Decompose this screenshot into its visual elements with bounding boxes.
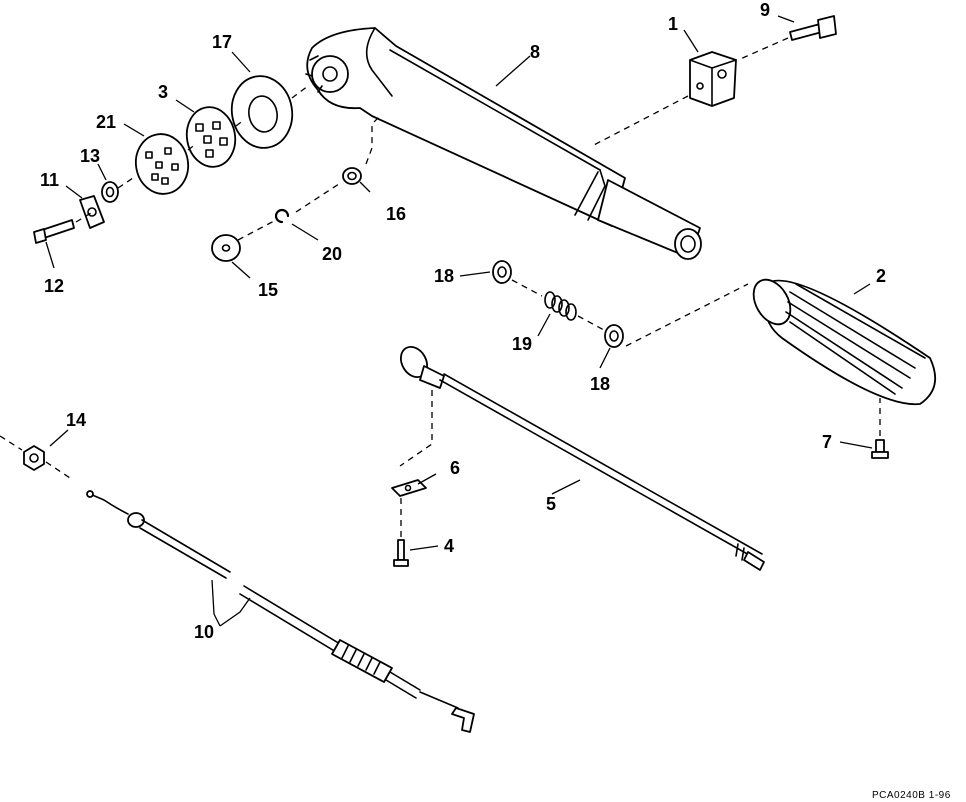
alignment-line-15-16 — [237, 181, 343, 241]
part-label-7: 7 — [822, 432, 832, 452]
plate-part-3 — [185, 106, 237, 168]
part-label-16: 16 — [386, 204, 406, 224]
part-label-13: 13 — [80, 146, 100, 166]
part-label-2: 2 — [876, 266, 886, 286]
part-label-10: 10 — [194, 622, 214, 642]
alignment-line-14 — [0, 435, 71, 479]
part-label-14: 14 — [66, 410, 86, 430]
part-label-6: 6 — [450, 458, 460, 478]
part-label-11: 11 — [40, 170, 59, 190]
cable-part-10 — [86, 490, 475, 733]
part-label-4: 4 — [444, 536, 454, 556]
clip-part-11 — [79, 195, 105, 229]
clip-part-20 — [274, 208, 290, 224]
block-part-1 — [689, 51, 737, 107]
part-label-9: 9 — [760, 0, 770, 20]
alignment-line-stack — [75, 85, 309, 223]
bolt-part-12 — [33, 219, 75, 244]
grip-part-2 — [752, 278, 937, 406]
washer-part-18-bottom — [604, 324, 624, 348]
part-label-18-top: 18 — [434, 266, 454, 286]
screw-part-7 — [871, 439, 889, 459]
washer-part-13 — [101, 181, 119, 203]
alignment-line-16-8 — [365, 115, 381, 165]
part-label-12: 12 — [44, 276, 64, 296]
screw-part-9 — [789, 15, 837, 41]
tiller-arm-part-8 — [305, 27, 702, 260]
alignment-line-5-6 — [399, 390, 433, 467]
part-label-15: 15 — [258, 280, 278, 300]
spring-part-19 — [544, 291, 577, 321]
leader-lines — [45, 15, 873, 627]
washer-part-17 — [230, 75, 294, 149]
part-label-8: 8 — [530, 42, 540, 62]
rod-part-5 — [399, 346, 765, 571]
alignment-line-18-19-2 — [511, 279, 749, 347]
part-label-3: 3 — [158, 82, 168, 102]
part-label-17: 17 — [212, 32, 232, 52]
screw-part-4 — [393, 539, 409, 567]
part-label-1: 1 — [668, 14, 678, 34]
part-label-19: 19 — [512, 334, 532, 354]
alignment-line-9-1 — [737, 37, 789, 61]
alignment-line-1-8 — [591, 95, 689, 147]
nut-part-14 — [23, 445, 45, 471]
figure-code: PCA0240B 1-96 — [872, 790, 951, 801]
washer-part-18-top — [492, 260, 512, 284]
disc-part-21 — [134, 133, 190, 195]
washer-part-15 — [211, 234, 241, 262]
part-label-5: 5 — [546, 494, 556, 514]
part-label-21: 21 — [96, 112, 116, 132]
clip-part-6 — [391, 479, 427, 497]
part-label-18-bottom: 18 — [590, 374, 610, 394]
nut-part-16 — [342, 167, 362, 185]
part-label-20: 20 — [322, 244, 342, 264]
